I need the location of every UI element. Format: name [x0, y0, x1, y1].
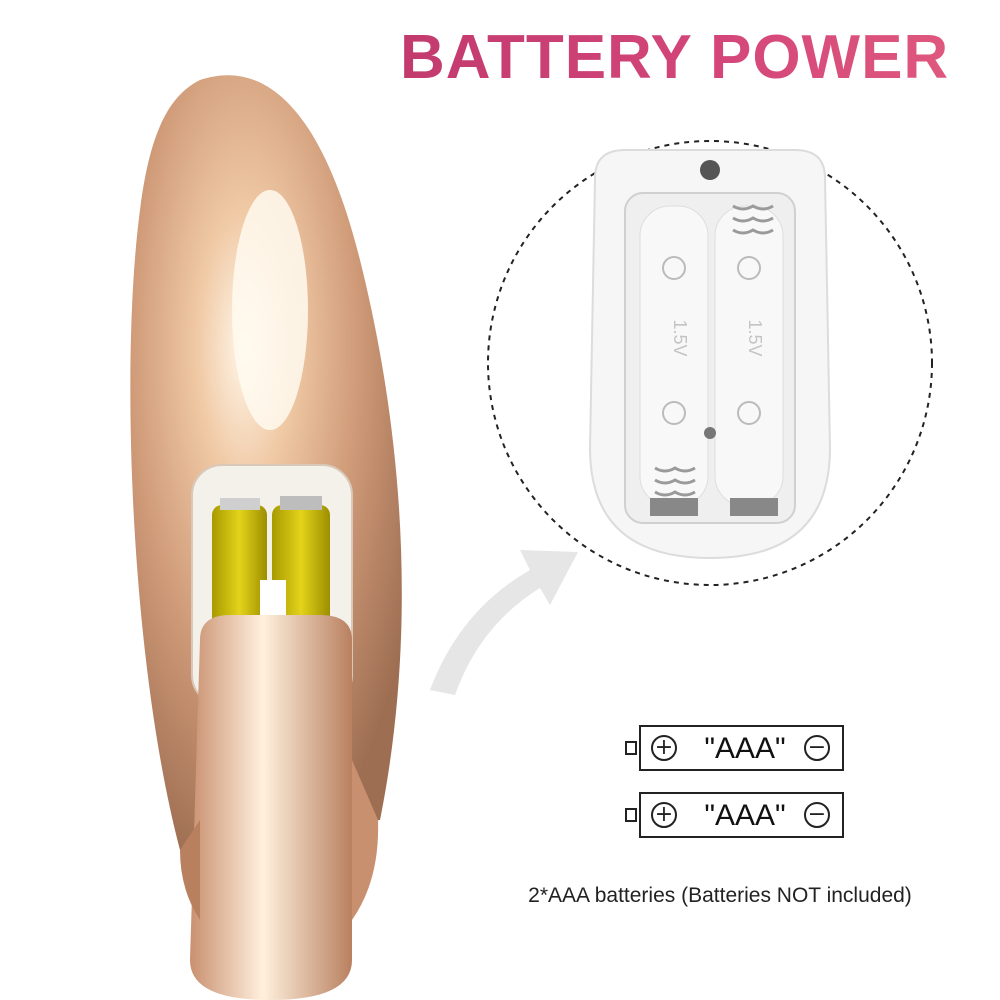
battery-type-label: "AAA" — [704, 732, 786, 765]
curved-arrow-icon — [430, 550, 578, 695]
battery-terminal — [625, 741, 637, 755]
voltage-label-right: 1.5V — [745, 319, 765, 356]
battery-cell: + "AAA" − — [639, 725, 844, 771]
minus-icon: − — [804, 735, 830, 761]
minus-icon: − — [804, 802, 830, 828]
product-image — [130, 75, 402, 1000]
battery-compartment-closeup: 1.5V 1.5V — [487, 140, 933, 586]
battery-terminal — [625, 808, 637, 822]
battery-cell: + "AAA" − — [639, 792, 844, 838]
battery-type-label: "AAA" — [704, 799, 786, 832]
page-title: BATTERY POWER — [400, 22, 980, 93]
voltage-label-left: 1.5V — [670, 319, 690, 356]
battery-diagram: + "AAA" − — [625, 725, 855, 771]
battery-caption: 2*AAA batteries (Batteries NOT included) — [528, 884, 912, 907]
plus-icon: + — [651, 735, 677, 761]
plus-icon: + — [651, 802, 677, 828]
battery-diagram: + "AAA" − — [625, 792, 855, 838]
